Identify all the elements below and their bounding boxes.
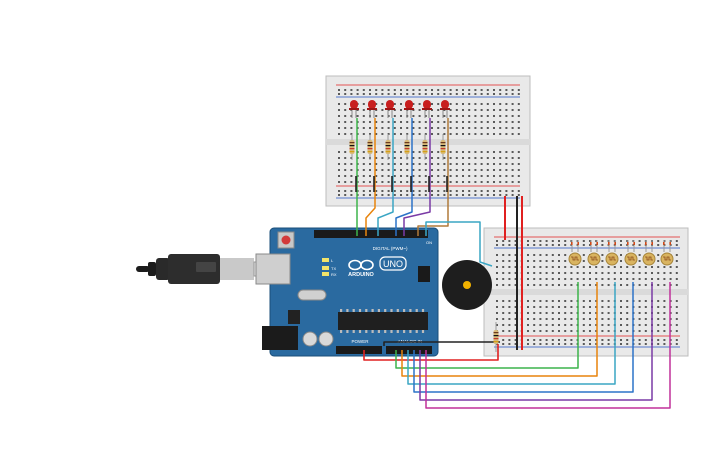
wire-a3 [413,282,634,393]
capacitor-1 [302,331,318,347]
photoresistor-3[interactable] [605,240,619,266]
board-name-label: ARDUINO [348,272,374,278]
breadboard-top [325,75,531,207]
led-l [322,258,329,262]
led-6[interactable] [440,100,450,118]
led-5[interactable] [422,100,432,118]
wire-led3 [377,118,394,236]
wire-gnd-arduino [383,341,500,346]
wire-led2 [365,118,376,236]
crystal [297,289,327,301]
wires [356,118,671,409]
photoresistor-2[interactable] [587,240,601,266]
led-1[interactable] [349,100,359,118]
model-label: UNO [383,259,403,269]
resistor-led-1[interactable] [349,134,355,160]
usb-cable[interactable] [136,254,275,284]
resistor-led-2[interactable] [367,134,373,160]
breadboard-right [483,227,689,357]
wire-a0 [395,282,579,369]
photoresistor-1[interactable] [568,240,582,266]
wire-a5 [425,282,671,409]
wire-a2 [407,282,616,385]
led-tx [322,266,329,270]
led-group [349,100,450,118]
analog-header[interactable] [386,346,432,354]
photoresistor-4[interactable] [624,240,638,266]
wire-buzzer [425,221,493,267]
voltage-regulator [288,310,300,324]
atmega-chip [338,312,428,330]
usb-jack [255,253,291,285]
label-tx: TX [331,266,336,271]
led-2[interactable] [367,100,377,118]
on-label: ON [426,240,432,245]
digital-header[interactable] [314,230,428,238]
wire-5v-arduino [363,344,499,361]
led-4[interactable] [404,100,414,118]
reset-button-cap[interactable] [281,235,291,245]
wire-5v-rail [504,196,523,350]
wire-a4 [419,282,653,401]
resistor-led-3[interactable] [385,134,391,160]
power-header[interactable] [336,346,382,354]
power-jack [262,326,298,350]
photoresistor-6[interactable] [660,240,674,266]
capacitor-2 [318,331,334,347]
power-label: POWER [351,339,369,344]
label-rx: RX [331,272,337,277]
wire-a1 [401,282,598,377]
resistor-led-6[interactable] [440,134,446,160]
piezo-buzzer[interactable] [442,260,492,310]
photoresistor-group [568,240,674,266]
arduino-uno-board[interactable]: L TX RX UNO ARDUINO DIGITAL (PWM~) POWER… [255,227,439,357]
resistor-group [349,134,499,352]
led-rx [322,272,329,276]
wire-led6 [417,118,449,236]
photoresistor-5[interactable] [642,240,656,266]
wire-led4 [395,118,413,236]
arduino-logo-icon [348,259,374,271]
led-3[interactable] [385,100,395,118]
icsp-header [418,266,430,282]
wire-led5 [403,118,431,236]
chip-pins [340,309,425,333]
label-l: L [331,258,334,263]
digital-label: DIGITAL (PWM~) [373,246,408,251]
uno-badge [379,256,407,271]
resistor-led-5[interactable] [422,134,428,160]
resistor-pulldown[interactable] [493,322,499,352]
resistor-led-4[interactable] [404,134,410,160]
